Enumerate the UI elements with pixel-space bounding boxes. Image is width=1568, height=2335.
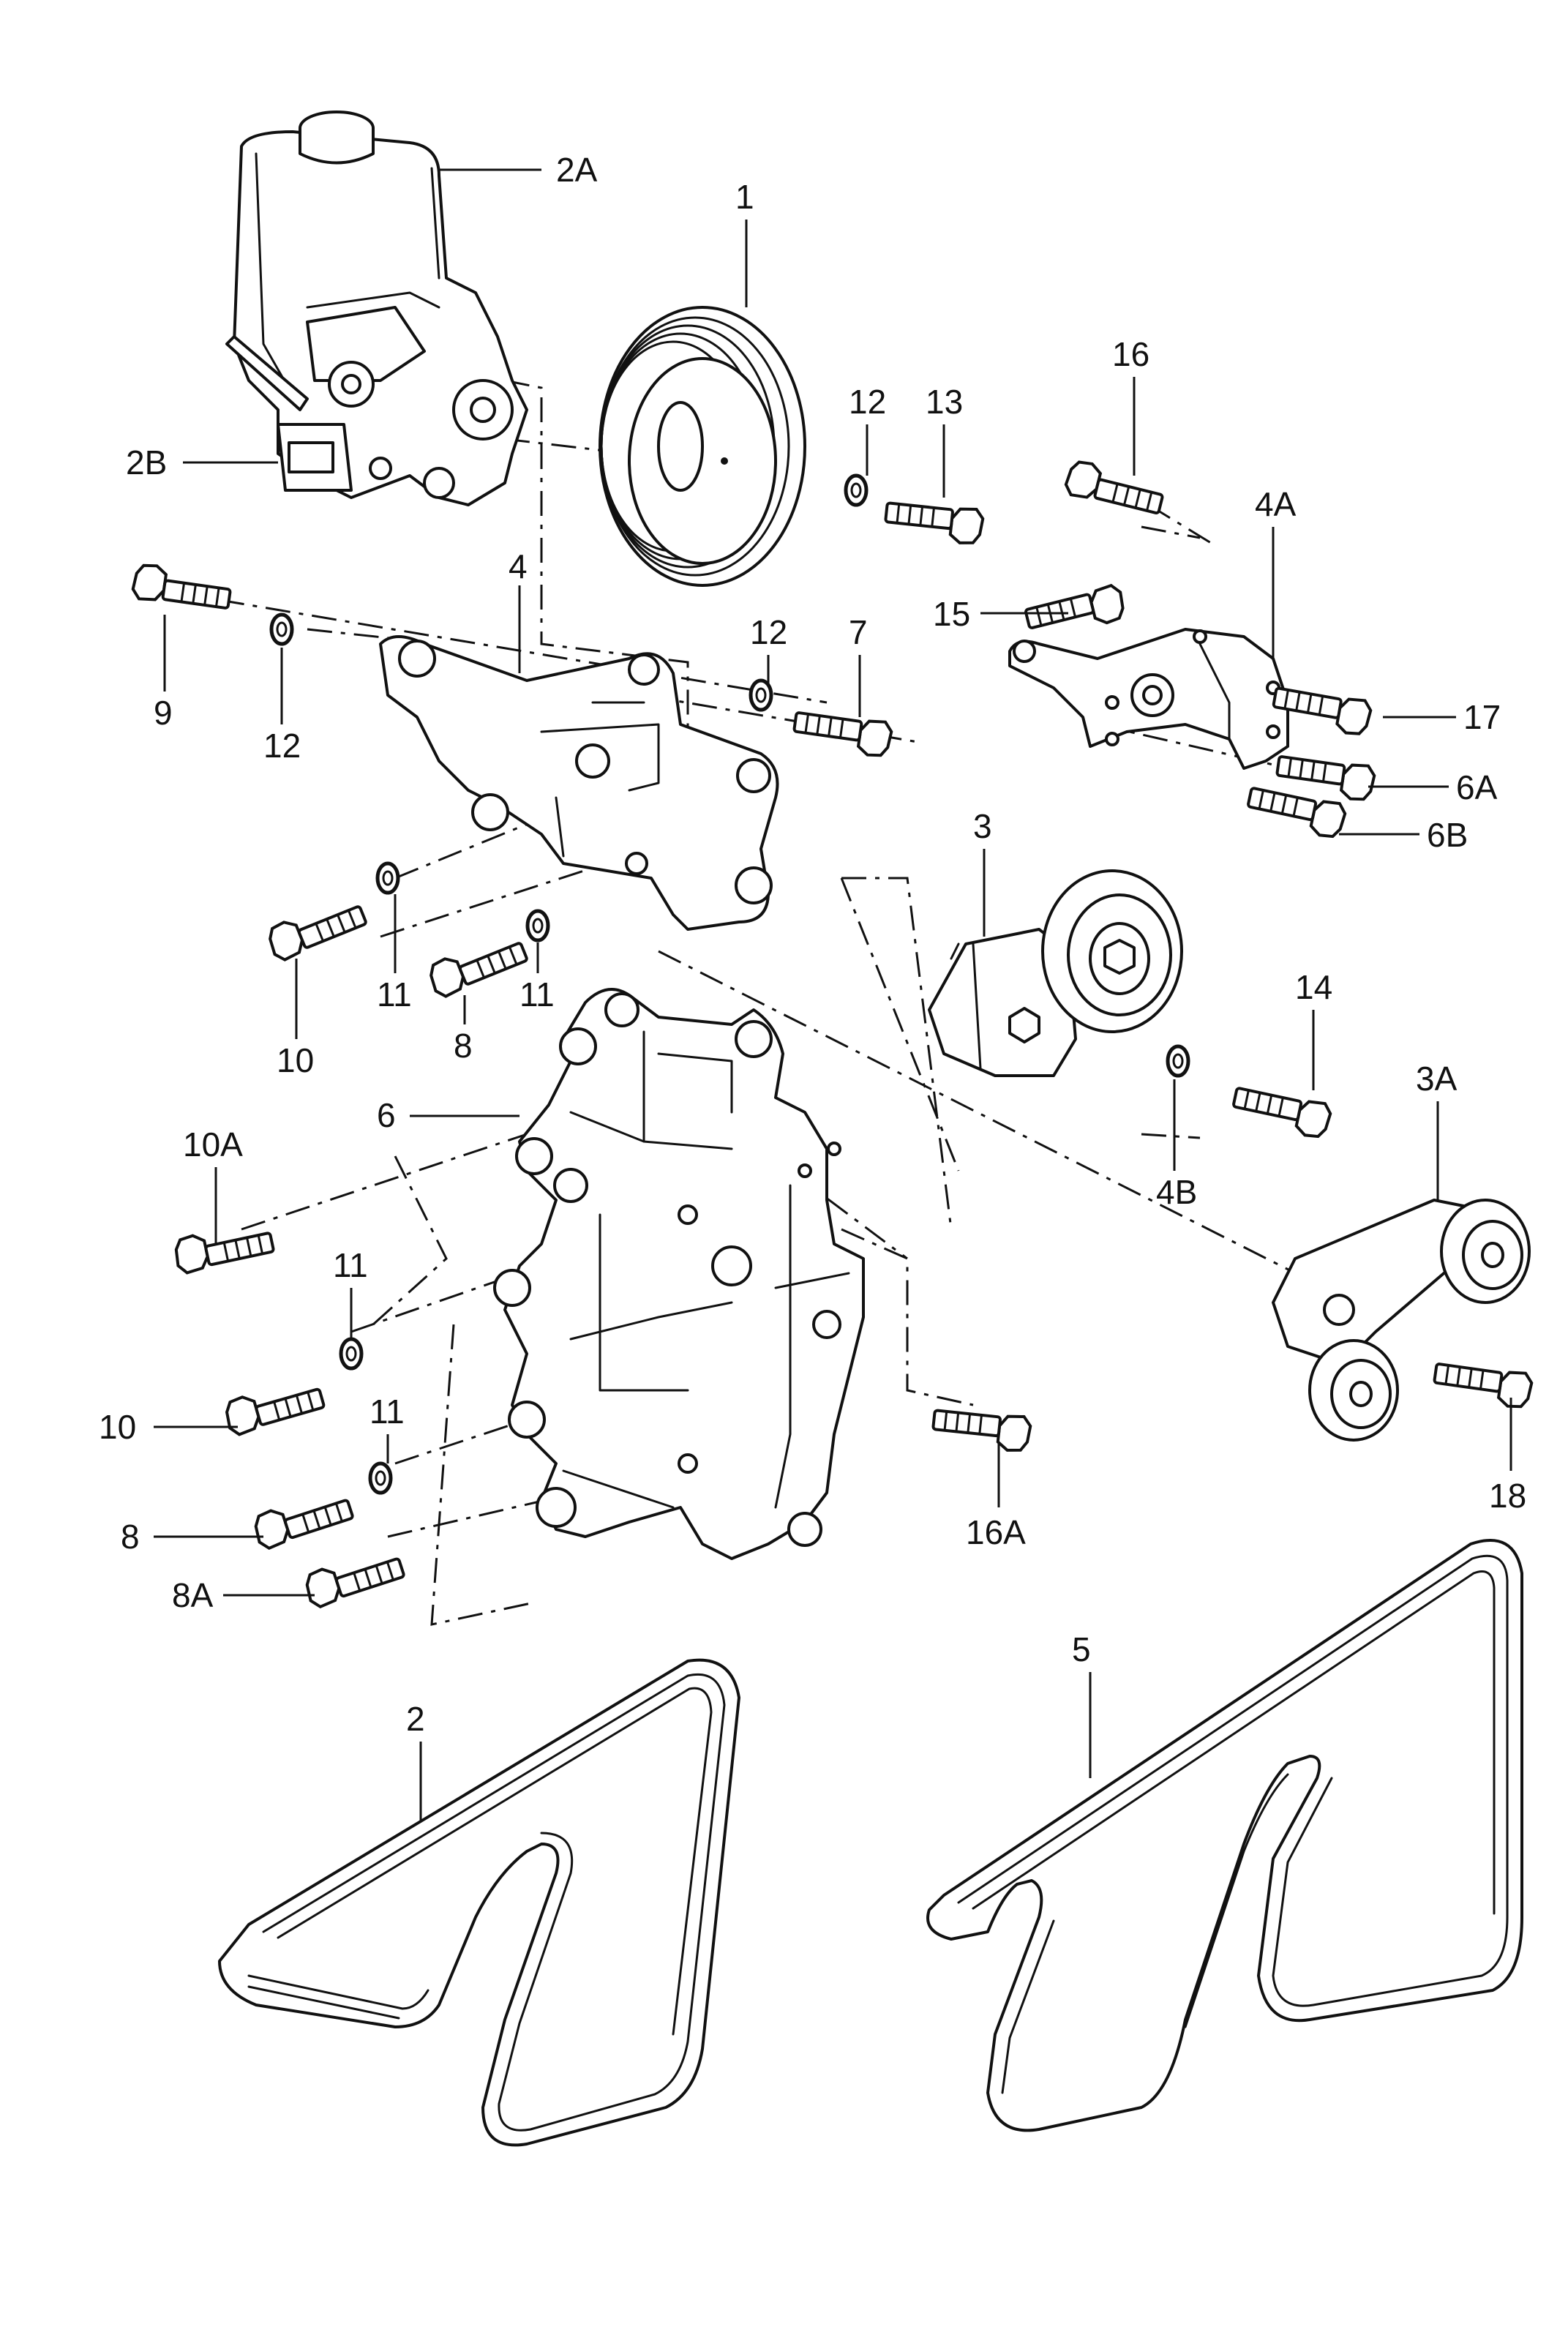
callout-labels: 2A 1 2B 16 12 13 4A 4 15 12 7 17 9 12 6A… xyxy=(99,151,1526,1738)
callout-10: 10 xyxy=(277,1041,314,1079)
callout-10: 10 xyxy=(99,1408,136,1446)
tensioner-3a xyxy=(1272,1199,1531,1442)
callout-4A: 4A xyxy=(1255,485,1297,523)
belt-5 xyxy=(926,1539,1523,2132)
callout-2B: 2B xyxy=(126,443,167,481)
callout-11: 11 xyxy=(333,1246,368,1284)
callout-8: 8 xyxy=(454,1027,473,1065)
callout-3: 3 xyxy=(973,807,992,845)
bracket-6 xyxy=(493,988,865,1560)
bracket-4 xyxy=(379,635,779,931)
callout-11: 11 xyxy=(377,975,412,1013)
callout-12: 12 xyxy=(263,727,301,765)
callout-4B: 4B xyxy=(1156,1173,1197,1211)
leader-lines xyxy=(154,168,1512,1822)
callout-1: 1 xyxy=(735,178,754,216)
callout-8A: 8A xyxy=(172,1576,214,1614)
power-steering-pump xyxy=(225,110,528,506)
pulley xyxy=(599,306,806,587)
callout-11: 11 xyxy=(370,1393,405,1431)
callout-12: 12 xyxy=(849,383,886,421)
callout-14: 14 xyxy=(1295,968,1332,1006)
callout-18: 18 xyxy=(1489,1477,1526,1515)
callout-12: 12 xyxy=(750,613,787,651)
callout-4: 4 xyxy=(509,547,528,585)
callout-11: 11 xyxy=(519,975,555,1013)
callout-6: 6 xyxy=(377,1096,396,1134)
callout-5: 5 xyxy=(1072,1630,1091,1668)
callout-16: 16 xyxy=(1112,335,1149,373)
callout-6A: 6A xyxy=(1456,768,1498,806)
callout-16A: 16A xyxy=(966,1513,1026,1551)
callout-8: 8 xyxy=(121,1518,140,1556)
callout-7: 7 xyxy=(849,613,868,651)
callout-9: 9 xyxy=(154,694,173,732)
callout-3A: 3A xyxy=(1416,1060,1458,1098)
callout-15: 15 xyxy=(933,595,970,633)
callout-17: 17 xyxy=(1463,698,1501,736)
callout-2A: 2A xyxy=(556,151,598,189)
callout-13: 13 xyxy=(926,383,963,421)
bracket-4a xyxy=(1008,628,1289,770)
tensioner-3 xyxy=(928,869,1183,1077)
callout-6B: 6B xyxy=(1427,816,1468,854)
callout-10A: 10A xyxy=(183,1125,243,1163)
belt-2 xyxy=(218,1658,740,2147)
callout-2: 2 xyxy=(406,1700,425,1738)
